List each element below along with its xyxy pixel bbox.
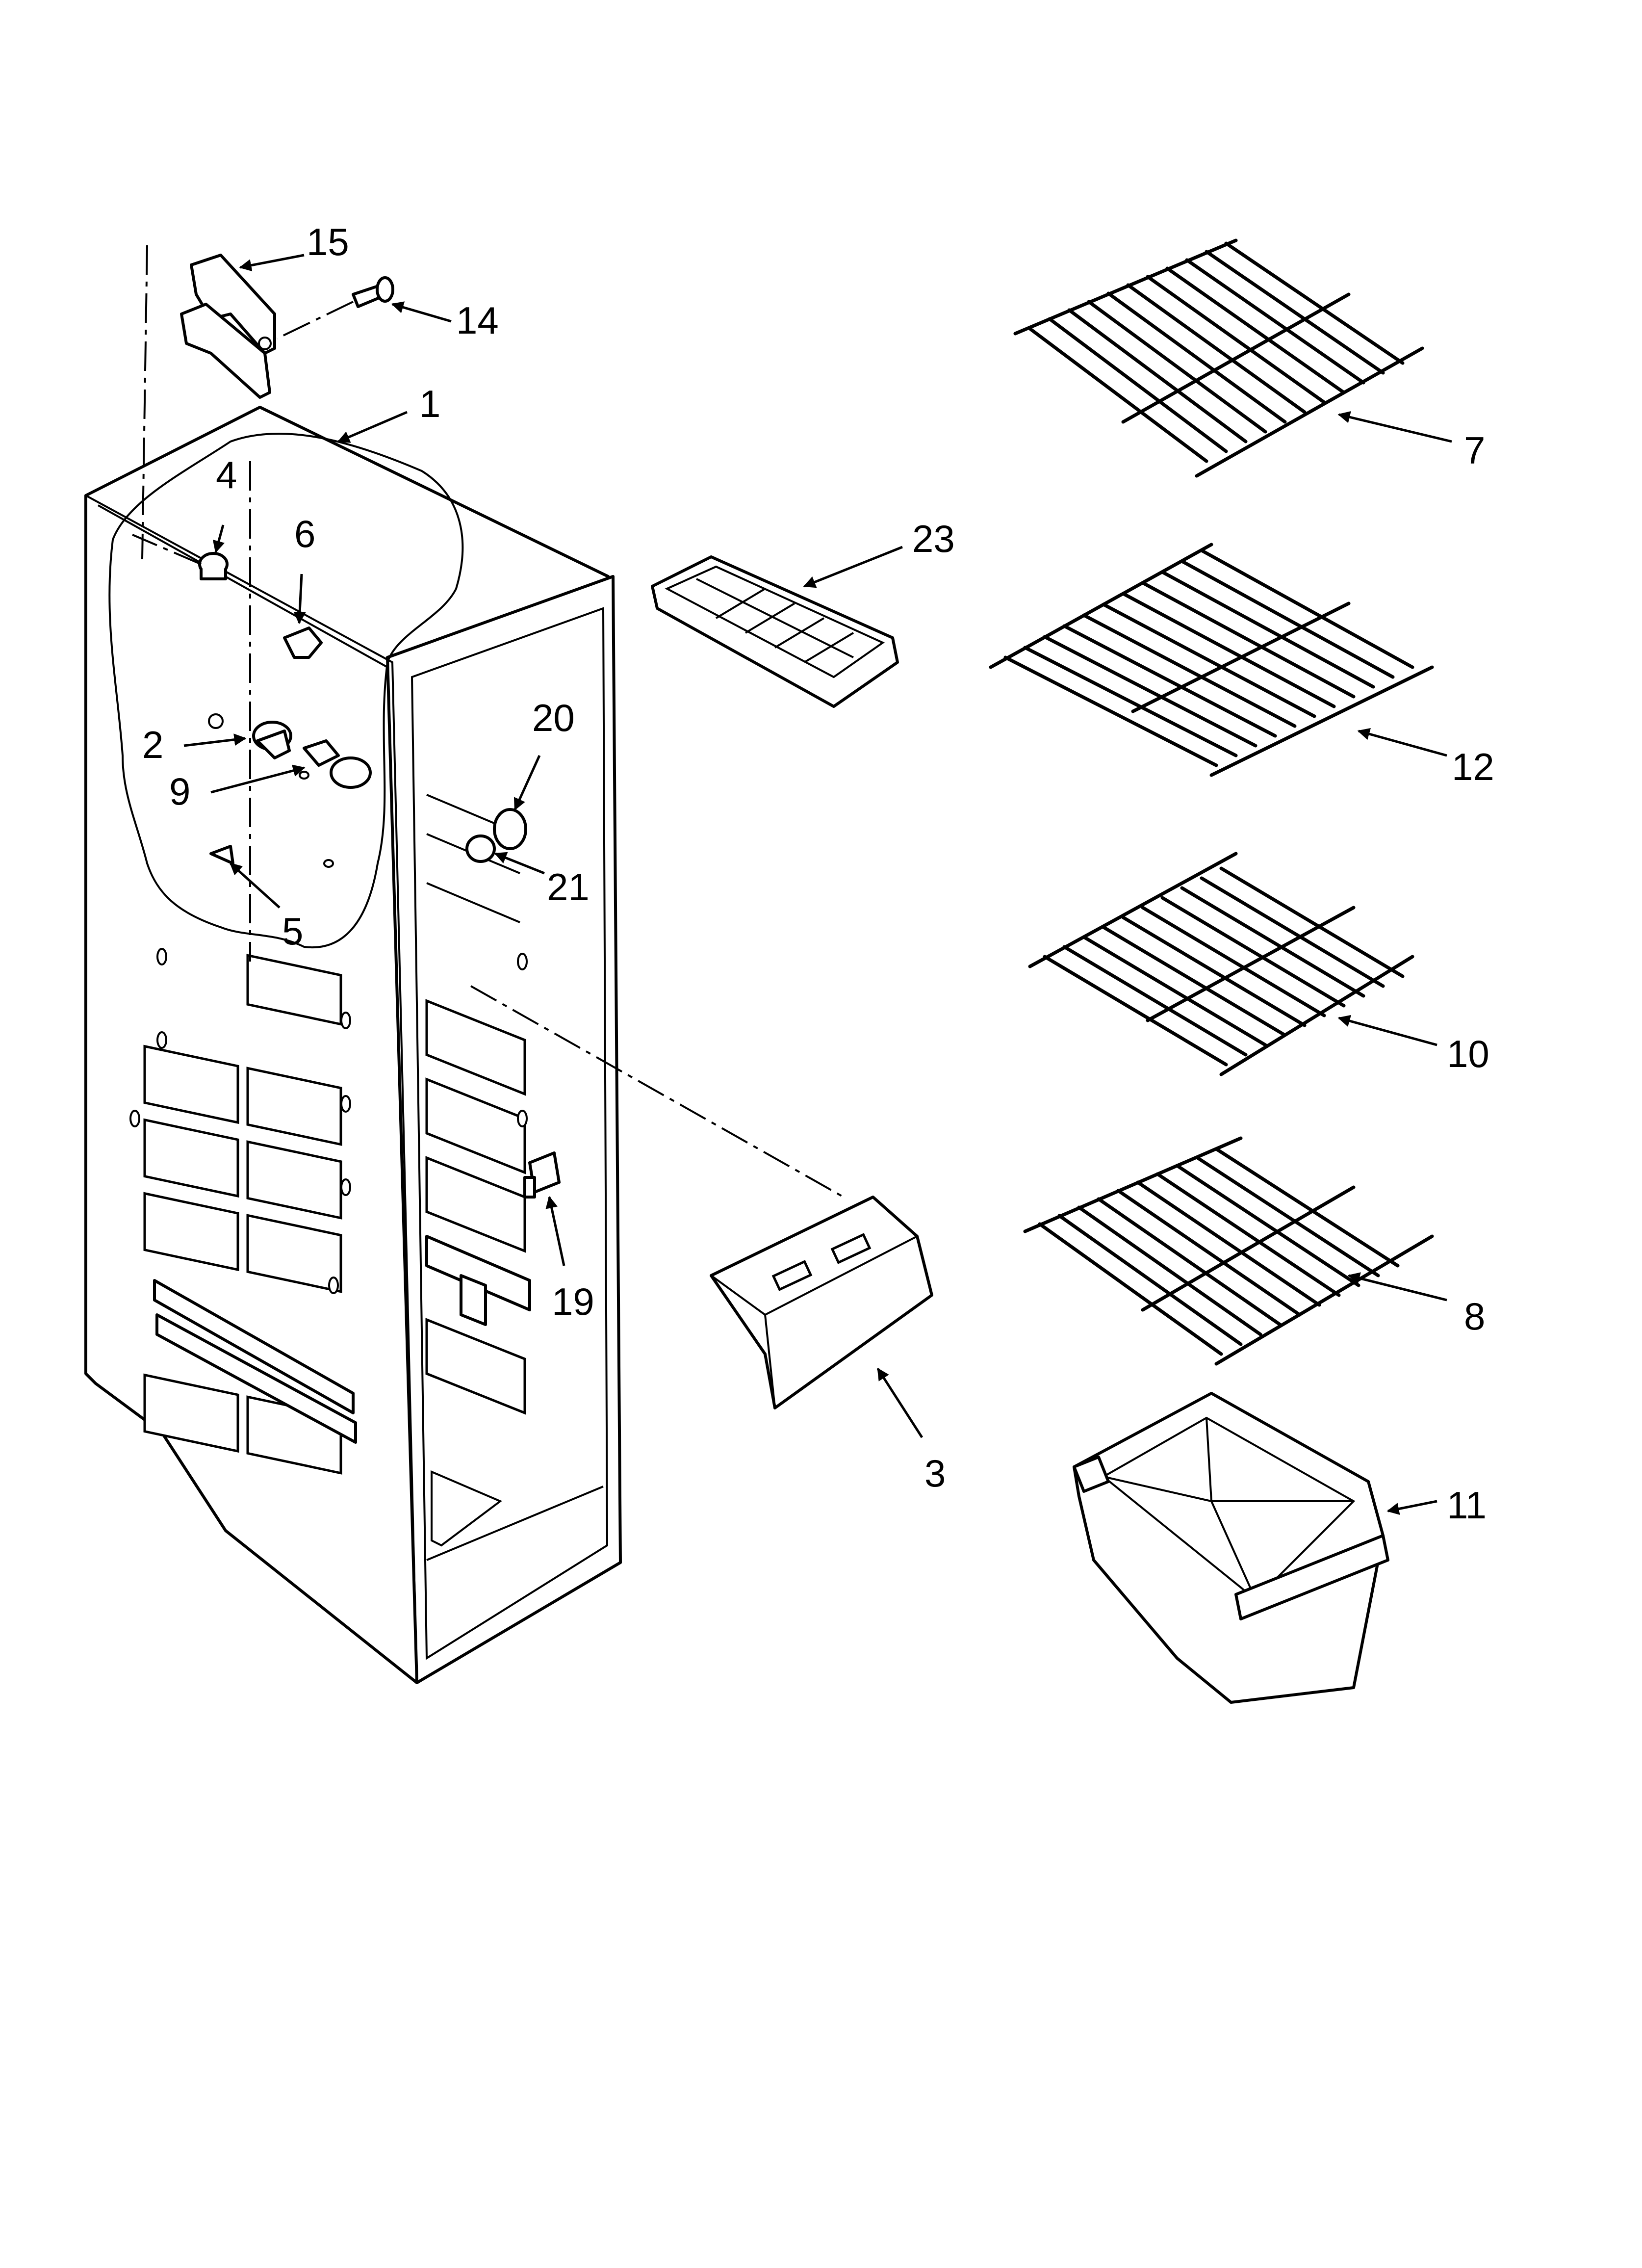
callout-11: 11 — [1447, 1484, 1487, 1527]
left-wall-ribs — [143, 954, 357, 1475]
callout-12: 12 — [1452, 745, 1494, 788]
screw — [277, 276, 394, 339]
light-socket — [252, 721, 292, 759]
callout-8: 8 — [1464, 1295, 1485, 1338]
clip — [283, 626, 323, 659]
light-bulb — [303, 739, 372, 789]
callout-20: 20 — [532, 696, 575, 739]
damper-knob — [465, 808, 527, 863]
callout-3: 3 — [924, 1452, 946, 1495]
wire-shelf-12 — [989, 543, 1434, 777]
cap-plug — [132, 534, 229, 580]
wire-shelf-7 — [1013, 238, 1424, 478]
freezer-bin — [1073, 1392, 1389, 1704]
freezer-liner — [84, 406, 622, 1684]
callout-5: 5 — [282, 910, 303, 953]
right-wall-ribs — [425, 794, 531, 1415]
wire-shelf-10 — [1028, 852, 1414, 1076]
callout-19: 19 — [552, 1280, 594, 1323]
pin — [209, 845, 234, 865]
callout-9: 9 — [169, 770, 190, 813]
callout-6: 6 — [294, 512, 315, 555]
callout-15: 15 — [307, 220, 349, 263]
centerline-hinge — [141, 245, 148, 560]
centerline-basket — [470, 985, 844, 1198]
ice-cube-tray — [651, 555, 899, 708]
callout-10: 10 — [1447, 1032, 1489, 1075]
wire-shelf-8 — [1023, 1136, 1434, 1366]
callout-7: 7 — [1464, 429, 1485, 472]
callout-labels: 15 14 1 4 6 2 9 5 20 21 19 23 7 12 10 8 … — [142, 220, 1494, 1527]
callout-1: 1 — [419, 382, 440, 425]
switch — [523, 1151, 561, 1199]
callout-21: 21 — [547, 865, 590, 909]
basket-rail-support — [710, 1196, 933, 1409]
callout-4: 4 — [216, 453, 237, 496]
callout-2: 2 — [142, 723, 163, 766]
callout-14: 14 — [456, 299, 499, 342]
leaders — [183, 254, 1452, 1515]
callout-23: 23 — [912, 517, 955, 560]
hinge-bracket — [180, 254, 276, 399]
